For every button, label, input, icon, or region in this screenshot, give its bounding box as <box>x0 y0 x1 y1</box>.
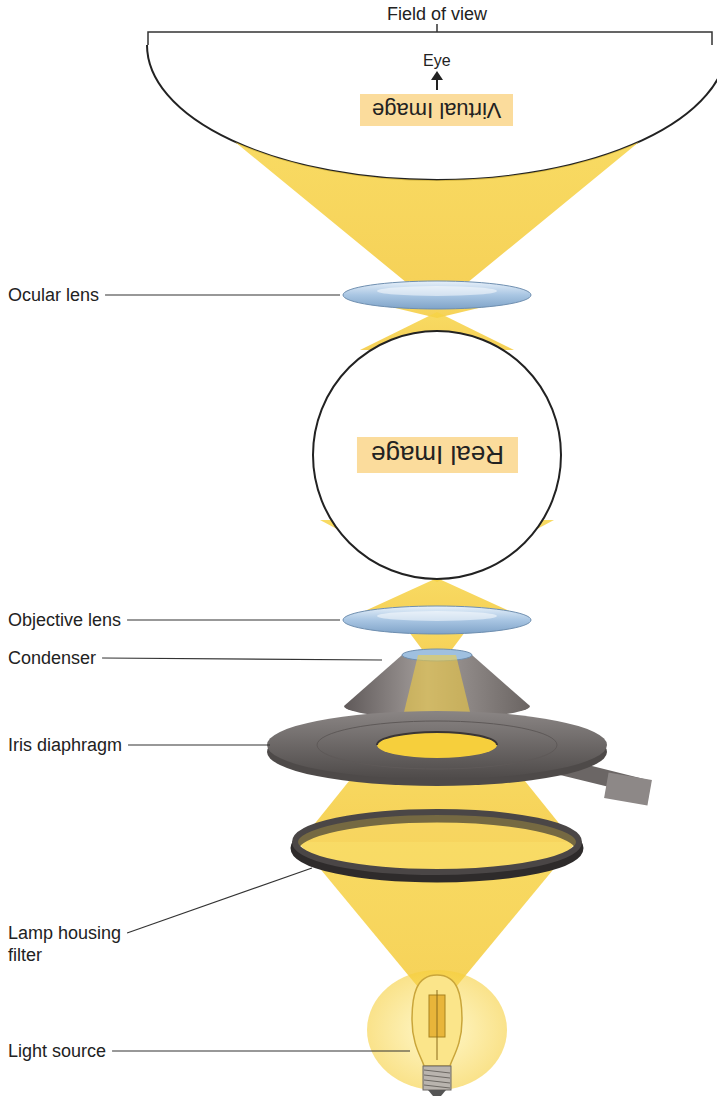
screw-thread <box>424 1085 450 1088</box>
lens-highlight <box>377 611 497 621</box>
part-label: Condenser <box>8 647 96 669</box>
part-label: Ocular lens <box>8 284 99 306</box>
objective-lens <box>343 606 531 634</box>
part-label: Light source <box>8 1040 106 1062</box>
image-circle: Real Image <box>312 330 562 580</box>
eye-label: Eye <box>423 50 451 72</box>
eye-arrow <box>431 71 443 90</box>
image-label: Virtual Image <box>372 97 501 123</box>
leader-line <box>127 619 340 620</box>
leader-line <box>105 294 340 295</box>
ocular-lens <box>343 281 531 309</box>
field-of-view <box>147 45 717 180</box>
screw-thread <box>424 1070 450 1073</box>
screw-thread <box>424 1080 450 1083</box>
image-box: Virtual Image <box>360 94 513 126</box>
field-label: Field of view <box>387 3 487 25</box>
image-label: Real Image <box>357 437 518 473</box>
leader-line <box>112 1050 410 1051</box>
part-label: Objective lens <box>8 609 121 631</box>
light-source <box>367 970 507 1096</box>
screw-thread <box>424 1075 450 1078</box>
leader-line <box>127 868 312 933</box>
lens-highlight <box>377 286 497 296</box>
part-label: Iris diaphragm <box>8 734 122 756</box>
iris-diaphragm <box>267 711 652 806</box>
field-bracket <box>148 24 712 46</box>
part-label: Lamp housing filter <box>8 922 138 966</box>
light-beam <box>235 142 639 292</box>
lamp-housing-filter <box>295 812 579 878</box>
leader-line <box>128 744 270 745</box>
light-beam <box>298 296 576 1010</box>
leader-line <box>102 658 382 660</box>
